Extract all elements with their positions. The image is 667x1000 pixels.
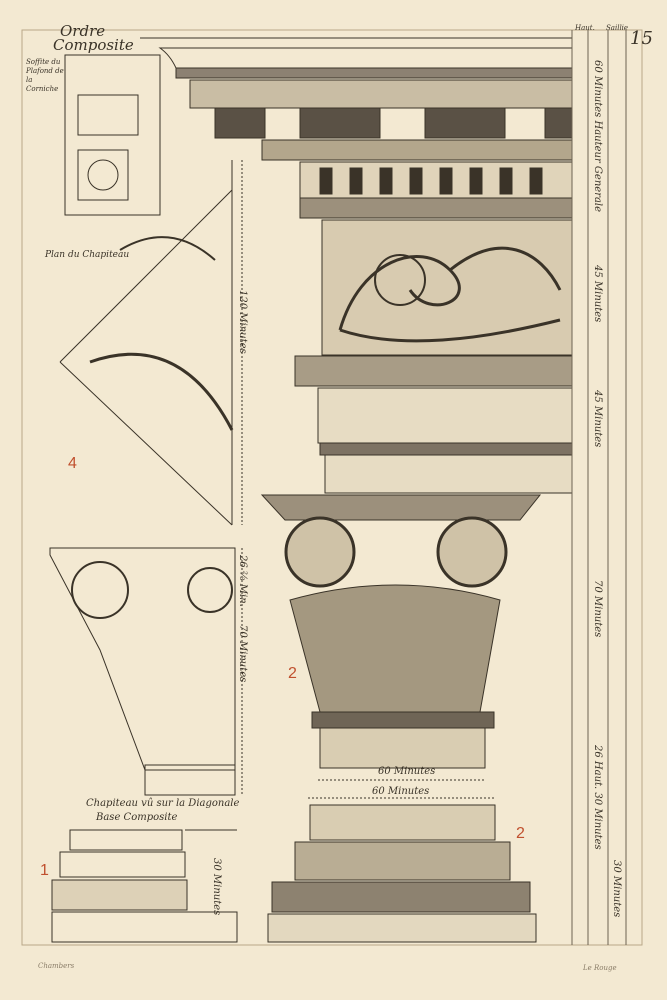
dim-diag-1: 26 ⅔ Min.: [237, 555, 248, 607]
dim-base-small: 30 Minutes: [211, 858, 222, 916]
diagonal-capital-drawing: [49, 547, 243, 796]
base-caption: Base Composite: [96, 812, 178, 823]
small-base-drawing: [51, 829, 238, 943]
dim-entablature: 60 Minutes Hauteur Generale: [592, 60, 603, 213]
capital: [260, 494, 542, 769]
red-mark-plan: 4: [68, 455, 77, 472]
column-width-upper: 60 Minutes: [378, 766, 436, 777]
frieze: [321, 219, 573, 356]
dim-diag-2: 70 Minutes: [237, 625, 248, 683]
red-mark-capital: 2: [288, 665, 297, 682]
soffit-caption: Soffite du Plafond de la Corniche: [26, 58, 64, 93]
title-ordre: Ordre: [60, 22, 106, 40]
dim-plan: 120 Minutes: [237, 290, 248, 354]
plate-border: [21, 29, 643, 946]
red-mark-small-base: 1: [40, 862, 49, 879]
signature-right: Le Rouge: [583, 964, 617, 972]
column-width-lower: 60 Minutes: [372, 786, 430, 797]
soffit-drawing: [64, 54, 161, 216]
title-composite: Composite: [53, 36, 134, 54]
dim-base-right: 30 Minutes: [611, 860, 622, 918]
dim-frieze: 45 Minutes: [592, 265, 603, 323]
dim-capital: 70 Minutes: [592, 580, 603, 638]
height-column-header: Haut.: [575, 24, 595, 32]
dimension-scale: [571, 30, 627, 945]
plan-caption: Plan du Chapiteau: [45, 250, 130, 260]
architrave: [294, 355, 573, 494]
cornice: [140, 37, 573, 219]
dim-architrave: 45 Minutes: [592, 390, 603, 448]
dim-base: 26 Haut. 30 Minutes: [592, 745, 603, 850]
projection-column-header: Saillie: [606, 24, 629, 32]
signature-left: Chambers: [38, 962, 75, 970]
column-base: [267, 804, 537, 943]
diagonal-caption: Chapiteau vû sur la Diagonale: [86, 798, 240, 809]
red-mark-base: 2: [516, 825, 525, 842]
plan-drawing: [59, 160, 243, 526]
plate-number: 15: [630, 28, 653, 49]
